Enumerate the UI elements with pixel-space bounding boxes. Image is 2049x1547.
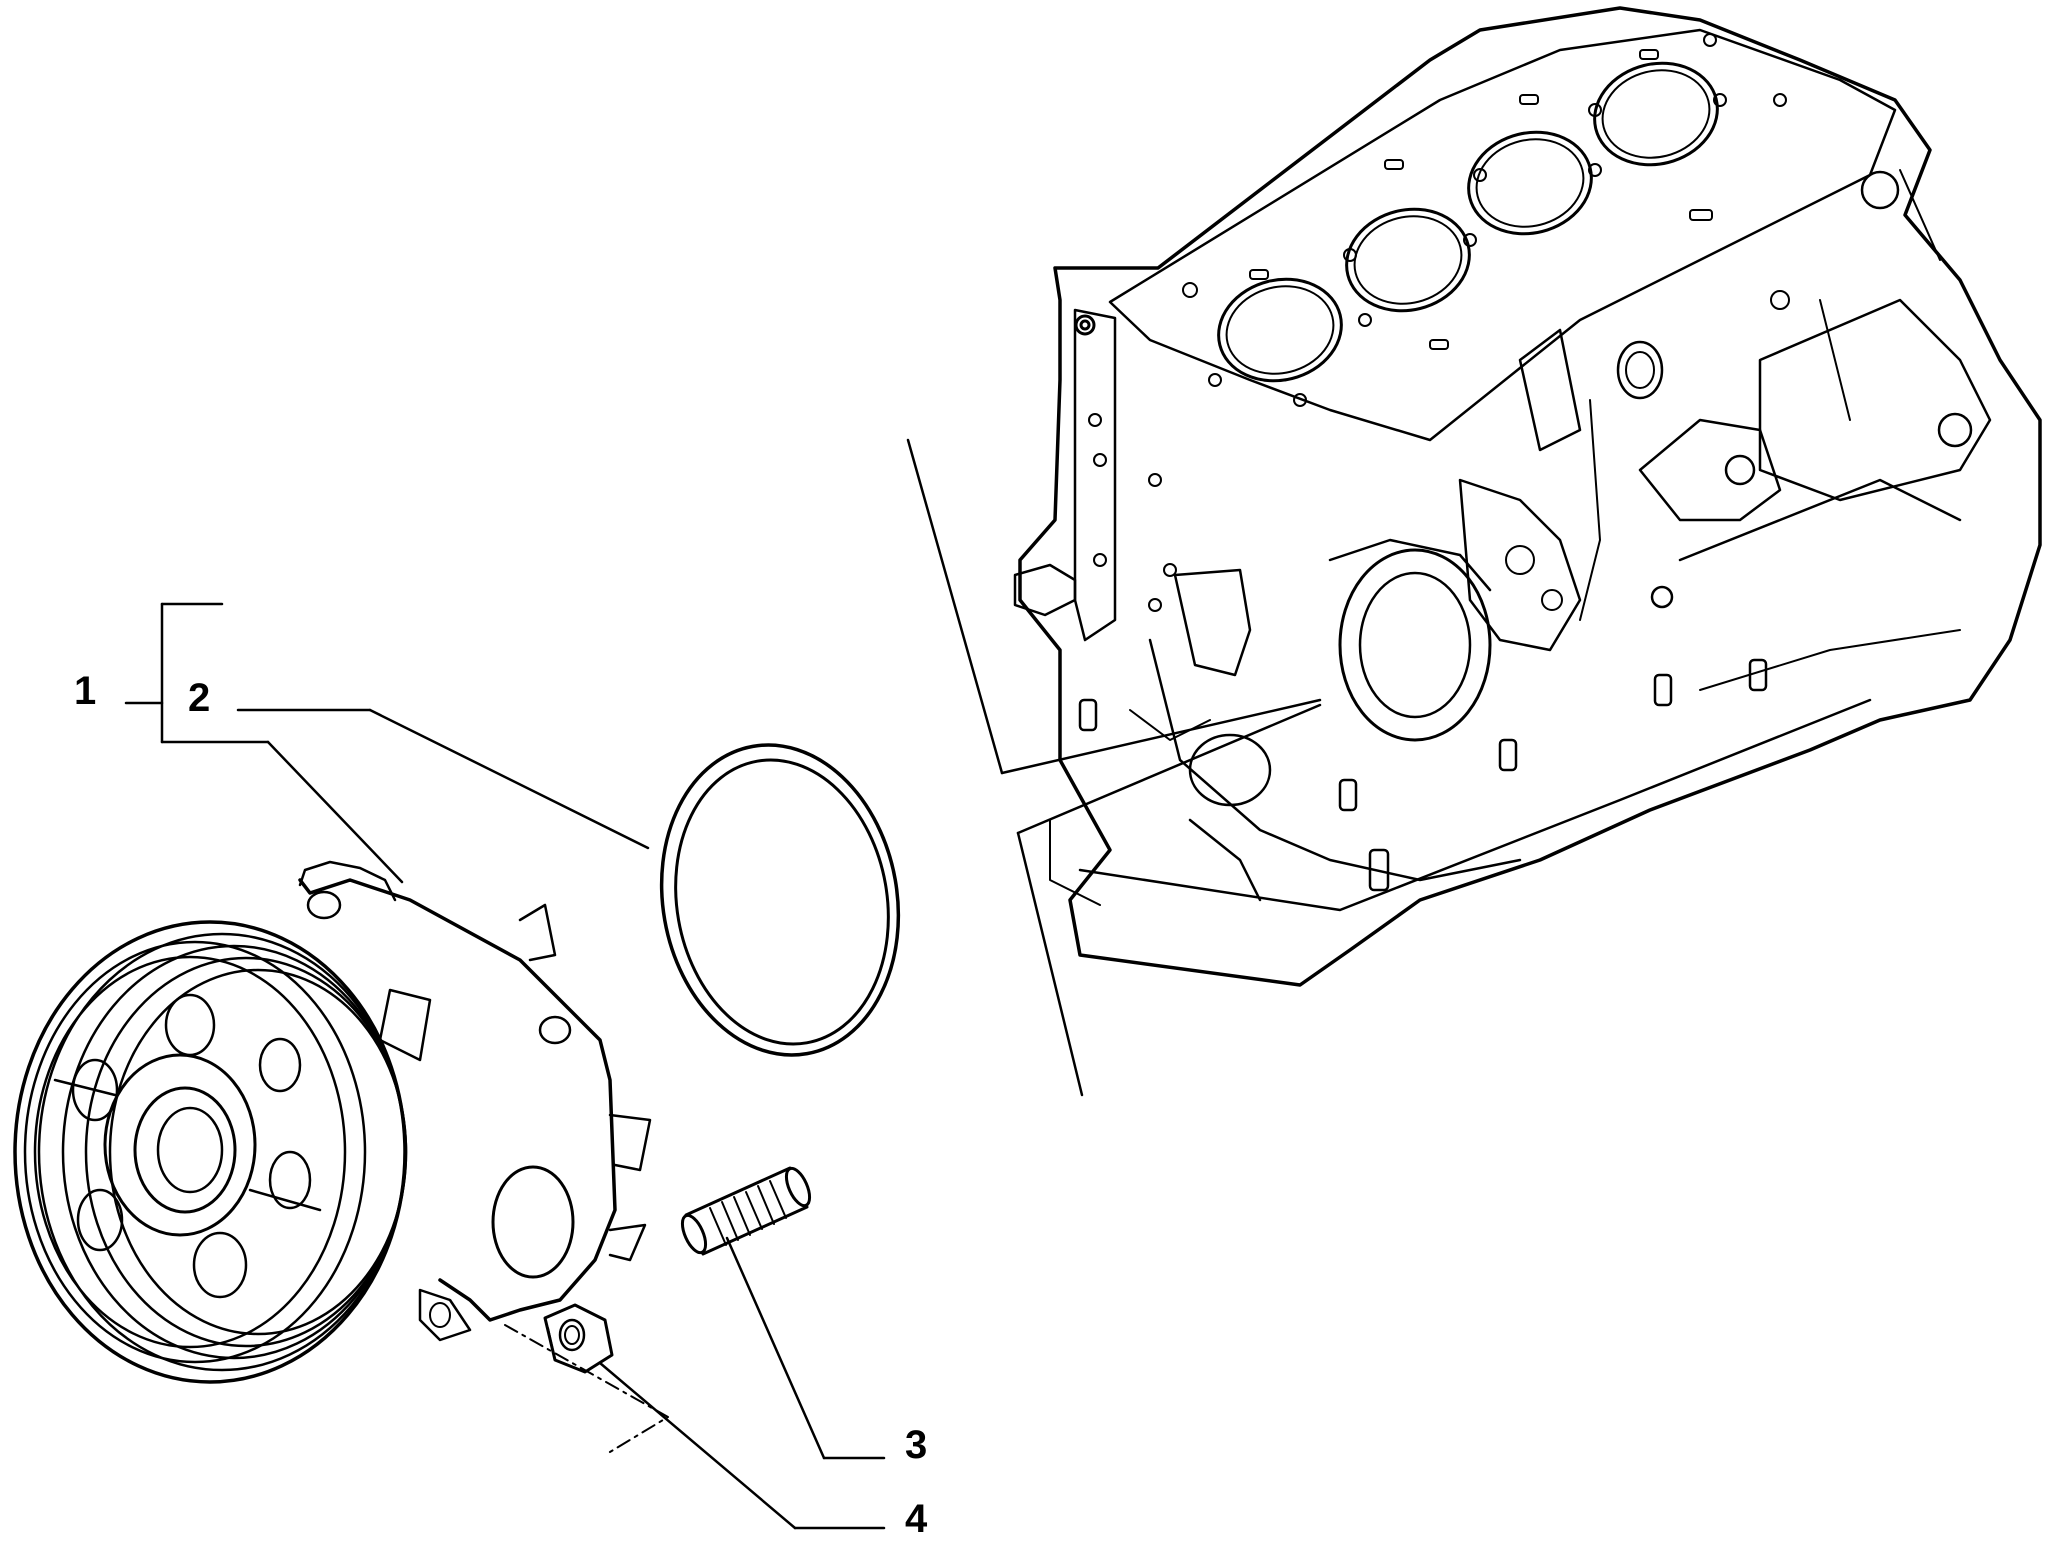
callout-leaders [124, 602, 886, 1530]
water-pump [13, 860, 652, 1384]
crankshaft-seal-boss [1338, 548, 1492, 742]
callout-1: 1 [74, 669, 96, 713]
callout-3: 3 [905, 1423, 927, 1467]
callout-4: 4 [905, 1497, 928, 1541]
hex-nut [543, 1303, 614, 1374]
pump-gasket-ring [659, 743, 901, 1057]
cylinder-bore-1 [1217, 277, 1343, 383]
callout-labels: 1 2 3 4 [74, 669, 928, 1541]
cylinder-bore-4 [1593, 61, 1719, 167]
assembly-leader-lines [906, 438, 1322, 1097]
stud-bolt [680, 1166, 812, 1256]
callout-2: 2 [188, 676, 210, 720]
assembly-axis-line [504, 1324, 669, 1456]
engine-block [1013, 6, 2042, 987]
